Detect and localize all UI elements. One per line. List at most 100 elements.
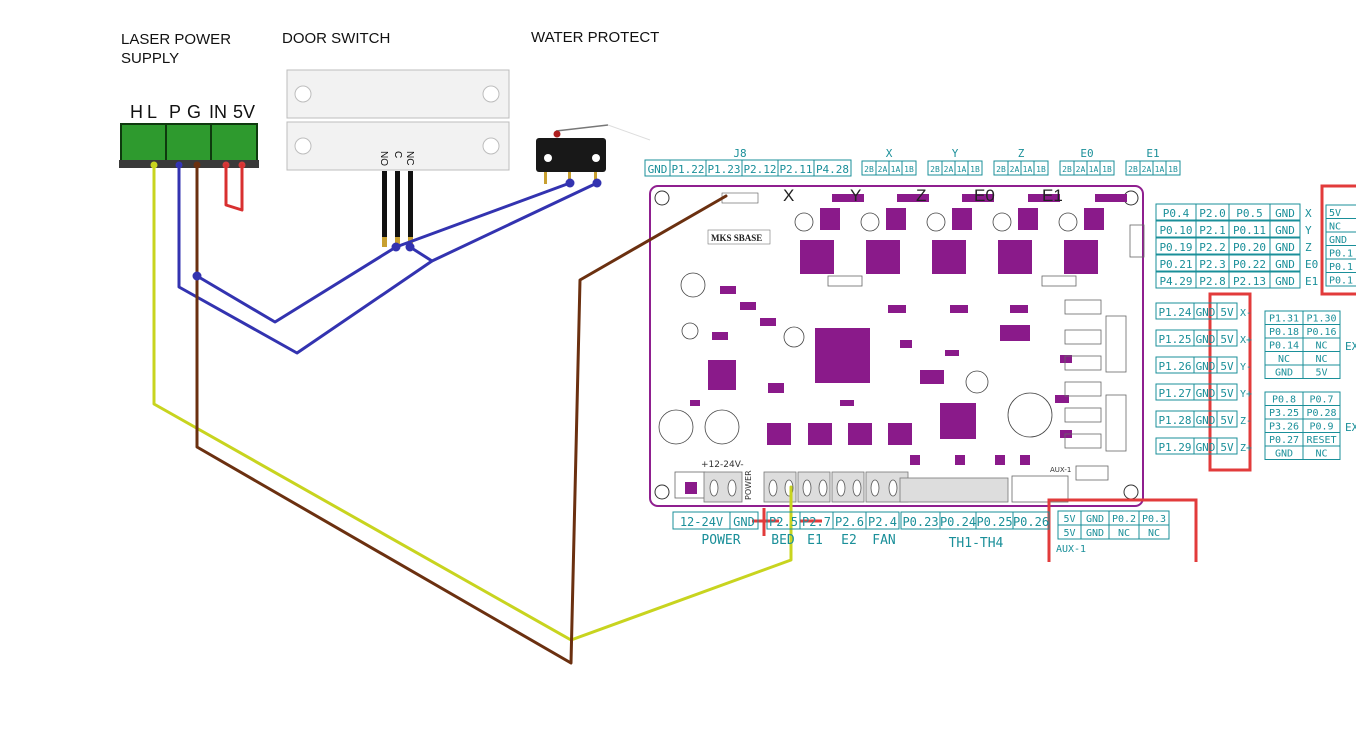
driver-pin-text: P0.20 <box>1233 241 1266 254</box>
driver-pin-text: P4.29 <box>1159 275 1192 288</box>
j8-pin-text: P1.23 <box>707 163 740 176</box>
motor-header-pin-text: 1A <box>1155 165 1165 174</box>
motor-header-pin-text: 2A <box>1010 165 1020 174</box>
exp2-pin-cell <box>1302 445 1341 460</box>
driver-pin-text: GND <box>1275 241 1295 254</box>
motor-header-pin-text: 2A <box>944 165 954 174</box>
psu-title: LASER POWER SUPPLY <box>121 31 232 67</box>
power-pin-cell <box>729 511 759 530</box>
driver-pin-text: P0.5 <box>1236 207 1263 220</box>
exp1-pin-text: GND <box>1275 368 1293 379</box>
motor-header-pin-text: 2A <box>1076 165 1086 174</box>
driver-pin-text: P2.8 <box>1199 275 1226 288</box>
endstop-pin-text: 5V <box>1220 387 1234 400</box>
exp1-pin-text: P0.14 <box>1269 341 1299 352</box>
j8-pin-text: P2.12 <box>743 163 776 176</box>
power-label: POWER <box>701 533 740 548</box>
exp2-pin-text: P0.28 <box>1306 408 1336 419</box>
aux1-pin-text: NC <box>1118 528 1130 539</box>
endstop-label: Z+ <box>1240 443 1252 454</box>
motor-header-pin-text: 1A <box>1089 165 1099 174</box>
aux1-pin-text: NC <box>1148 528 1160 539</box>
motor-header-pin-cell <box>1165 160 1181 176</box>
endstop-pin-text: GND <box>1196 441 1216 454</box>
endstop-pin-cell <box>1216 410 1238 428</box>
exp1-pin-text: NC <box>1315 341 1327 352</box>
endstop-pin-text: GND <box>1196 360 1216 373</box>
endstop-label: Y- <box>1240 362 1252 373</box>
pin-nc-label: NC <box>404 151 415 165</box>
endstop-pin-text: 5V <box>1220 360 1234 373</box>
power-side-label: POWER <box>744 470 753 500</box>
right-column-text: GND <box>1329 235 1347 246</box>
motor-header-pin-text: 1B <box>970 165 980 174</box>
heater-label: E1 <box>807 533 823 548</box>
exp2-pin-text: P0.27 <box>1269 435 1299 446</box>
terminal-p-label: P <box>169 102 181 122</box>
endstop-pin-text: GND <box>1196 306 1216 319</box>
endstop-pin-text: 5V <box>1220 306 1234 319</box>
terminal-g-label: G <box>187 102 201 122</box>
endstop-pin-text: GND <box>1196 387 1216 400</box>
exp1-pin-text: P0.16 <box>1306 327 1336 338</box>
driver-label-x: X <box>783 186 794 205</box>
motor-header-pin-text: 2B <box>864 165 874 174</box>
red-annotations <box>752 184 1356 562</box>
door-switch-title: DOOR SWITCH <box>282 30 391 47</box>
exp1-pin-text: NC <box>1315 354 1327 365</box>
driver-pin-cell <box>1269 254 1301 272</box>
mks-sbase-board: MKS SBASE <box>649 185 1145 507</box>
water-protect-switch <box>536 124 651 184</box>
exp2-pin-text: P3.26 <box>1269 422 1299 433</box>
endstop-pin-text: P1.29 <box>1158 441 1191 454</box>
exp1-pin-text: P1.31 <box>1269 314 1299 325</box>
psu-terminal-block <box>119 123 259 169</box>
therm-pin-cell <box>1012 511 1050 530</box>
heater-pin-text: P2.7 <box>802 515 831 529</box>
aux1-pin-text: P0.3 <box>1142 514 1166 525</box>
exp2-pin-text: P0.9 <box>1309 422 1333 433</box>
endstop-pin-cell <box>1216 437 1238 455</box>
driver-label-y: Y <box>850 186 861 205</box>
j8-pin-cell <box>813 159 852 177</box>
driver-pin-text: P0.21 <box>1159 258 1192 271</box>
aux1-pin-cell <box>1138 524 1170 540</box>
heater-pin-text: P2.5 <box>769 515 798 529</box>
board-name: MKS SBASE <box>711 233 762 243</box>
motor-header-pin-cell <box>967 160 983 176</box>
motor-header-pin-text: 2A <box>878 165 888 174</box>
motor-header-title: E0 <box>1080 147 1093 160</box>
endstop-pin-cell <box>1216 383 1238 401</box>
psu-terminal-labels: H L P G IN 5V <box>130 102 255 122</box>
motor-header-pin-cell <box>1033 160 1049 176</box>
water-protect-title: WATER PROTECT <box>531 29 660 46</box>
exp2-pin-text: GND <box>1275 449 1293 460</box>
endstop-pin-text: GND <box>1196 333 1216 346</box>
exp1-pin-text: P1.30 <box>1306 314 1336 325</box>
driver-pin-cell <box>1269 237 1301 255</box>
terminal-h-label: H <box>130 102 143 122</box>
driver-pin-text: GND <box>1275 224 1295 237</box>
motor-header-title: Y <box>952 147 959 160</box>
j8-pin-text: P1.22 <box>671 163 704 176</box>
driver-pin-text: P2.3 <box>1199 258 1226 271</box>
right-column-text: P0.1 <box>1329 249 1353 260</box>
driver-axis-label: X <box>1305 207 1312 220</box>
heater-label: FAN <box>872 533 895 548</box>
therm-pin-text: P0.26 <box>1013 515 1049 529</box>
endstop-pin-cell <box>1216 329 1238 347</box>
terminal-in-label: IN <box>209 102 227 122</box>
exp2-pin-text: P0.8 <box>1272 395 1296 406</box>
motor-header-pin-cell <box>1099 160 1115 176</box>
aux1-silk-label: AUX-1 <box>1050 466 1071 474</box>
aux1-pin-text: GND <box>1086 514 1104 525</box>
driver-pin-text: P2.0 <box>1199 207 1226 220</box>
right-column-text: P0.1 <box>1329 262 1353 273</box>
driver-pin-text: P0.10 <box>1159 224 1192 237</box>
exp1-pin-text: 5V <box>1315 368 1327 379</box>
endstop-pin-text: 5V <box>1220 441 1234 454</box>
exp1-suffix: EX <box>1345 340 1356 353</box>
j8-title: J8 <box>733 147 746 160</box>
aux1-pin-text: GND <box>1086 528 1104 539</box>
exp2-suffix: EX <box>1345 421 1356 434</box>
